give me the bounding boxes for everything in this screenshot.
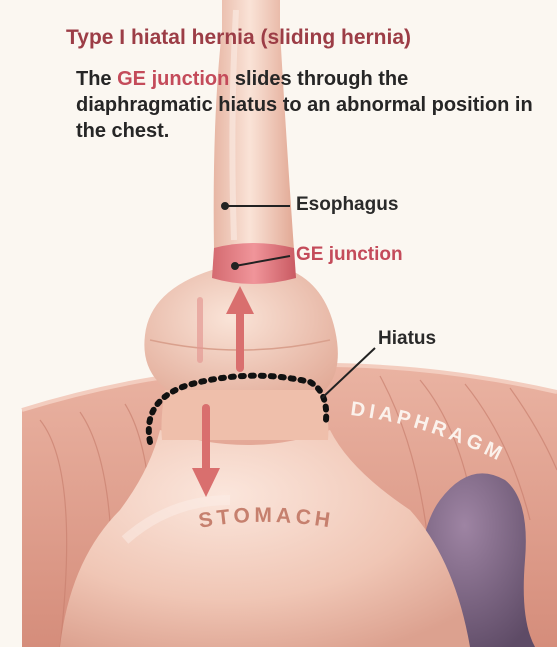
description-highlight: GE junction: [117, 68, 229, 90]
description-before: The: [76, 68, 117, 90]
hiatus-label: Hiatus: [378, 328, 436, 350]
page-title: Type I hiatal hernia (sliding hernia): [66, 26, 546, 50]
ge-junction-label: GE junction: [296, 244, 403, 266]
esophagus-label: Esophagus: [296, 194, 398, 216]
description: The GE junction slides through the diaph…: [76, 66, 546, 144]
